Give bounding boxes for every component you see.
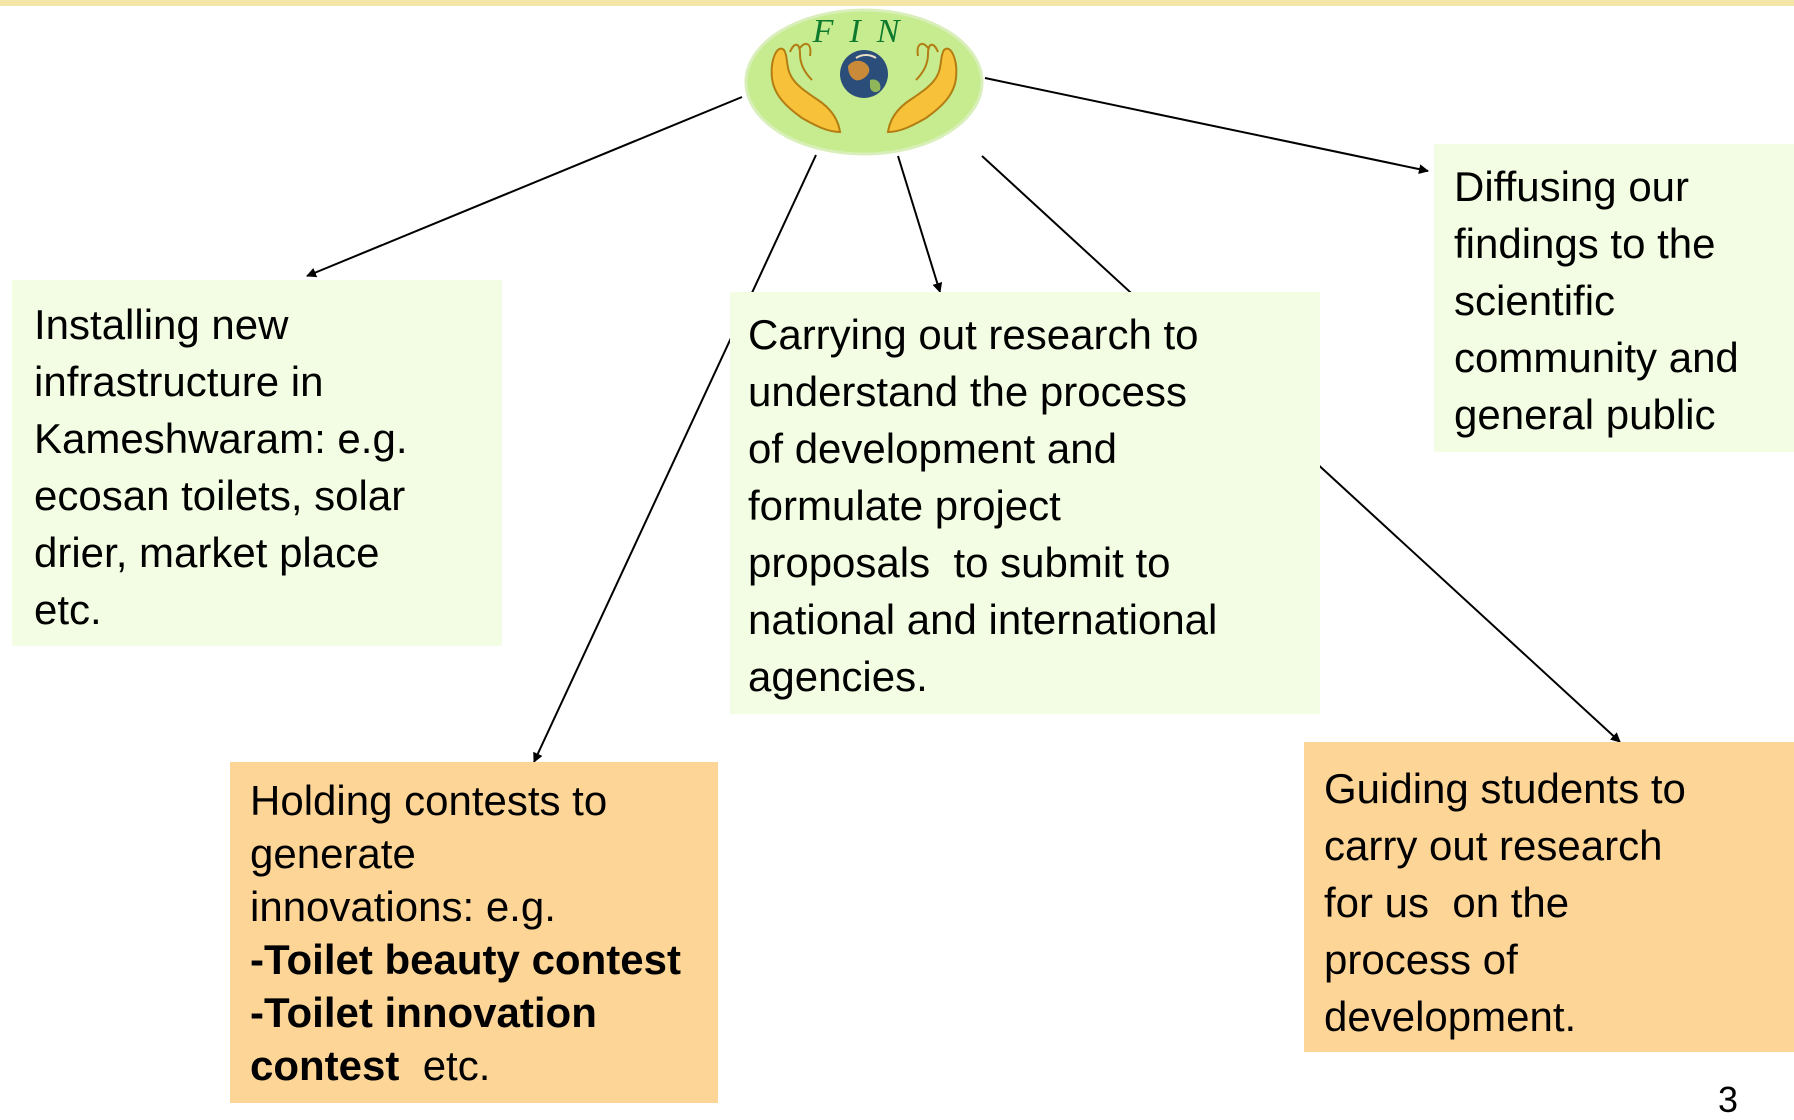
contests-line-2: generate (250, 830, 416, 877)
research-line-7: agencies. (748, 653, 928, 700)
contests-line-1: Holding contests to (250, 777, 608, 824)
guiding-line-4: process of (1324, 936, 1518, 983)
contests-bold-line-2: -Toilet innovation (250, 989, 597, 1036)
installing-line-3: Kameshwaram: e.g. (34, 415, 408, 462)
box-installing-infrastructure: Installing new infrastructure in Kameshw… (12, 280, 502, 646)
installing-line-5: drier, market place (34, 529, 380, 576)
research-line-6: national and international (748, 596, 1218, 643)
contests-last-line: contest etc. (250, 1039, 718, 1092)
guiding-line-2: carry out research (1324, 822, 1663, 869)
box-carrying-out-research: Carrying out research to understand the … (730, 292, 1320, 714)
diffusing-line-5: general public (1454, 391, 1716, 438)
page-number: 3 (1718, 1079, 1739, 1120)
guiding-line-3: for us on the (1324, 879, 1570, 926)
guiding-line-5: development. (1324, 993, 1577, 1040)
diffusing-line-4: community and (1454, 334, 1739, 381)
arrow-to-installing (306, 96, 743, 278)
research-line-3: of development and (748, 425, 1117, 472)
hands-holding-globe-icon (770, 42, 958, 134)
box-diffusing-findings: Diffusing our findings to the scientific… (1434, 144, 1794, 452)
box-guiding-students: Guiding students to carry out research f… (1304, 742, 1794, 1052)
contests-line-3: innovations: e.g. (250, 883, 556, 930)
diffusing-line-1: Diffusing our (1454, 163, 1690, 210)
diffusing-line-3: scientific (1454, 277, 1616, 324)
guiding-line-1: Guiding students to (1324, 765, 1686, 812)
arrow-to-contests (533, 154, 817, 763)
logo-text: FIN (812, 13, 916, 50)
installing-line-4: ecosan toilets, solar (34, 472, 406, 519)
arrow-to-research (897, 155, 943, 293)
box-holding-contests: Holding contests to generate innovations… (230, 762, 718, 1103)
research-line-2: understand the process (748, 368, 1187, 415)
research-line-4: formulate project (748, 482, 1061, 529)
diffusing-line-2: findings to the (1454, 220, 1716, 267)
contests-bold-line-1: -Toilet beauty contest (250, 936, 681, 983)
arrow-to-diffusing (984, 77, 1429, 175)
installing-line-1: Installing new (34, 301, 289, 348)
contests-last-bold: contest (250, 1042, 400, 1089)
top-rule (0, 0, 1794, 6)
installing-line-2: infrastructure in (34, 358, 324, 405)
research-line-1: Carrying out research to (748, 311, 1199, 358)
fin-logo: FIN (744, 8, 984, 156)
installing-line-6: etc. (34, 586, 102, 633)
research-line-5: proposals to submit to (748, 539, 1171, 586)
contests-last-normal: etc. (399, 1042, 491, 1089)
